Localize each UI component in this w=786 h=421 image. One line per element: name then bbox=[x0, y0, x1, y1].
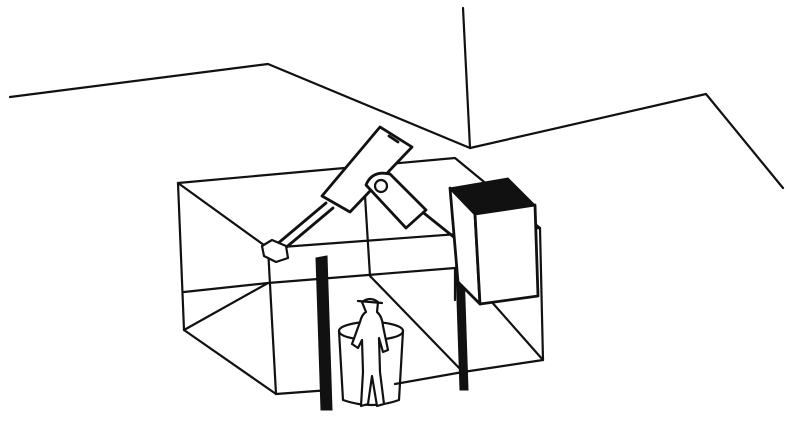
box-front-edge bbox=[266, 246, 278, 396]
box-bottom-edge-right bbox=[393, 370, 465, 386]
device-main-body bbox=[320, 125, 414, 214]
angled-device bbox=[260, 125, 428, 264]
person-silhouette bbox=[350, 297, 390, 408]
device-rod-lower bbox=[281, 206, 335, 252]
cube-front-face bbox=[473, 203, 540, 306]
room-edges bbox=[8, 6, 785, 190]
device-detail-line bbox=[387, 134, 400, 144]
projector-cube bbox=[448, 177, 540, 306]
drum-body bbox=[337, 329, 405, 407]
device-base-block bbox=[260, 238, 290, 264]
human-figure bbox=[350, 297, 390, 408]
left-ceiling-edge bbox=[8, 62, 472, 150]
wireframe-box bbox=[176, 156, 545, 396]
support-bars bbox=[315, 208, 472, 411]
device-pivot-hole bbox=[373, 178, 389, 194]
device-round-mount bbox=[364, 171, 428, 230]
device-rod-upper bbox=[274, 201, 328, 247]
box-floor-left-line bbox=[182, 281, 270, 332]
left-support-bar bbox=[315, 255, 333, 411]
person-cap-brim bbox=[356, 299, 384, 305]
box-left-edge bbox=[176, 181, 278, 396]
box-inner-diagonal bbox=[363, 194, 465, 374]
room-corner-edge bbox=[461, 6, 472, 150]
right-ceiling-edge bbox=[468, 92, 785, 190]
box-floor-right-line bbox=[488, 298, 545, 362]
